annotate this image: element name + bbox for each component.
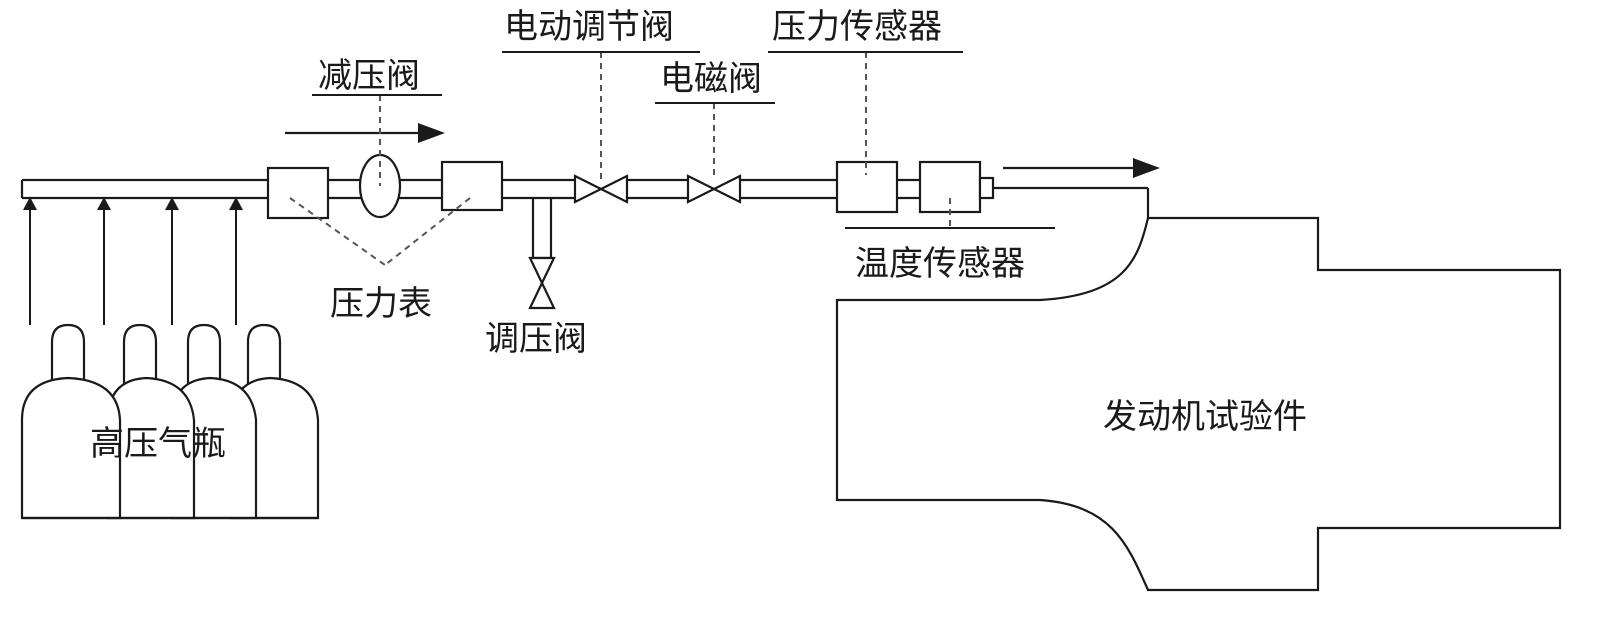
label-pressure-sensor: 压力传感器 [772,7,942,47]
gas-cylinder-bank [20,323,320,520]
cylinder-neck-4 [246,323,282,390]
flow-arrow-outlet [1003,158,1160,178]
solenoid-valve-right [711,174,742,204]
label-solenoid-valve: 电磁阀 [660,59,762,99]
label-gas-cylinders: 高压气瓶 [90,424,226,464]
cylinder-neck-3 [186,323,222,390]
leader-lines [289,52,951,266]
temperature-probe [978,176,995,200]
label-temperature-sensor: 温度传感器 [855,244,1025,284]
pressure-gauge-2 [440,160,504,212]
flow-arrow-upper [285,123,445,143]
regulating-branch [528,198,556,310]
engine-test-piece-outline [835,216,1562,592]
cylinder-feed-lines [23,197,243,325]
label-underlines [312,51,1055,229]
pressure-gauge-1 [266,166,330,220]
pressure-sensor [835,160,899,214]
cylinder-neck-1 [50,323,86,390]
solenoid-valve-left [686,174,717,204]
label-pressure-reducing-valve: 减压阀 [318,56,420,96]
electric-valve-left [573,174,604,204]
temperature-sensor [918,160,982,214]
label-pressure-regulating-valve: 调压阀 [485,319,587,359]
label-pressure-gauge: 压力表 [330,284,432,324]
regulating-valve-bottom [528,280,556,310]
cylinder-neck-2 [122,323,158,390]
label-electric-regulating-valve: 电动调节阀 [504,7,674,47]
manifold-pipe [20,178,268,200]
label-engine-test-piece: 发动机试验件 [1103,397,1307,437]
electric-valve-right [598,174,629,204]
regulating-valve-top [528,256,556,286]
cylinder-body-1 [20,376,122,520]
